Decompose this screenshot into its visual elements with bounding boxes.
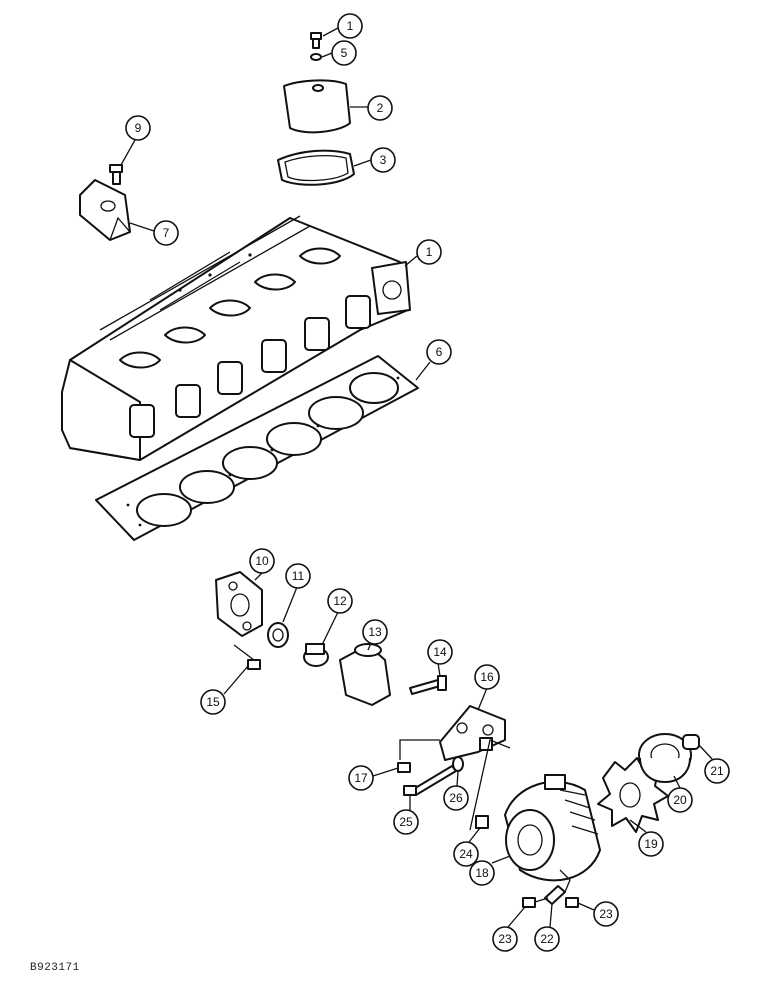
part-3-gasket xyxy=(277,149,355,186)
callout-17-label: 17 xyxy=(354,771,368,785)
callout-24-label: 24 xyxy=(459,847,473,861)
callout-12-label: 12 xyxy=(333,594,347,608)
part-6-head-gasket xyxy=(95,355,419,541)
callout-10-label: 10 xyxy=(255,554,269,568)
callout-2-label: 2 xyxy=(377,101,384,115)
callout-18-label: 18 xyxy=(475,866,489,880)
callout-22-label: 22 xyxy=(540,932,554,946)
part-9-screw xyxy=(109,164,123,185)
leader-lines xyxy=(120,27,714,928)
callout-20: 20 xyxy=(667,787,693,813)
callout-21: 21 xyxy=(704,758,730,784)
callout-25-label: 25 xyxy=(399,815,413,829)
callout-13: 13 xyxy=(362,619,388,645)
callout-17: 17 xyxy=(348,765,374,791)
part-7-lift-bracket xyxy=(79,179,131,241)
callout-4-label: 5 xyxy=(341,46,348,60)
callout-26: 26 xyxy=(443,785,469,811)
callout-23-right-label: 23 xyxy=(599,907,613,921)
callout-13-label: 13 xyxy=(368,625,382,639)
callout-23-right: 23 xyxy=(593,901,619,927)
callout-11: 11 xyxy=(285,563,311,589)
part-14-bolt xyxy=(409,675,447,695)
callout-22: 22 xyxy=(534,926,560,952)
callout-9: 9 xyxy=(125,115,151,141)
callout-2: 2 xyxy=(367,95,393,121)
callout-15: 15 xyxy=(200,689,226,715)
part-24-screw xyxy=(469,739,511,831)
callout-5-label: 1 xyxy=(347,19,354,33)
part-20-pulley xyxy=(638,733,692,783)
part-5-screw xyxy=(310,32,322,49)
callout-15-label: 15 xyxy=(206,695,220,709)
callout-23-left: 23 xyxy=(492,926,518,952)
callout-19-label: 19 xyxy=(644,837,658,851)
callout-24: 24 xyxy=(453,841,479,867)
part-4-washer xyxy=(310,53,322,61)
part-21-nut xyxy=(682,734,700,750)
part-12-thermostat xyxy=(303,643,329,667)
callout-20-label: 20 xyxy=(673,793,687,807)
callout-10: 10 xyxy=(249,548,275,574)
part-1-cylinder-head xyxy=(61,215,411,461)
callout-19: 19 xyxy=(638,831,664,857)
callout-18: 18 xyxy=(469,860,495,886)
callout-5: 1 xyxy=(337,13,363,39)
callout-7: 7 xyxy=(153,220,179,246)
part-18-alternator xyxy=(504,774,601,882)
callout-23-left-label: 23 xyxy=(498,932,512,946)
part-22-link xyxy=(544,869,571,905)
callout-12: 12 xyxy=(327,588,353,614)
callout-11-label: 11 xyxy=(292,569,305,583)
callout-25: 25 xyxy=(393,809,419,835)
document-id: B923171 xyxy=(30,962,80,974)
callout-7-label: 7 xyxy=(163,226,170,240)
callout-3: 3 xyxy=(370,147,396,173)
part-25-screw xyxy=(403,785,417,796)
part-13-housing xyxy=(339,643,391,706)
part-23a-screw xyxy=(522,897,549,908)
callout-1: 1 xyxy=(416,239,442,265)
part-2-cover xyxy=(283,79,351,134)
part-15-screw xyxy=(233,644,261,670)
callout-21-label: 21 xyxy=(710,764,724,778)
callout-3-label: 3 xyxy=(380,153,387,167)
part-17-bolt xyxy=(397,739,440,773)
part-16-bracket xyxy=(439,705,506,761)
callout-6-label: 6 xyxy=(436,345,443,359)
callout-1-label: 1 xyxy=(426,245,433,259)
callout-16-label: 16 xyxy=(480,670,494,684)
part-11-seal xyxy=(267,622,289,648)
callout-14-label: 14 xyxy=(433,645,447,659)
callout-4: 5 xyxy=(331,40,357,66)
callout-9-label: 9 xyxy=(135,121,142,135)
callout-16: 16 xyxy=(474,664,500,690)
part-10-gasket xyxy=(215,571,263,637)
callout-14: 14 xyxy=(427,639,453,665)
callout-6: 6 xyxy=(426,339,452,365)
callout-26-label: 26 xyxy=(449,791,463,805)
part-23b-screw xyxy=(565,897,579,908)
